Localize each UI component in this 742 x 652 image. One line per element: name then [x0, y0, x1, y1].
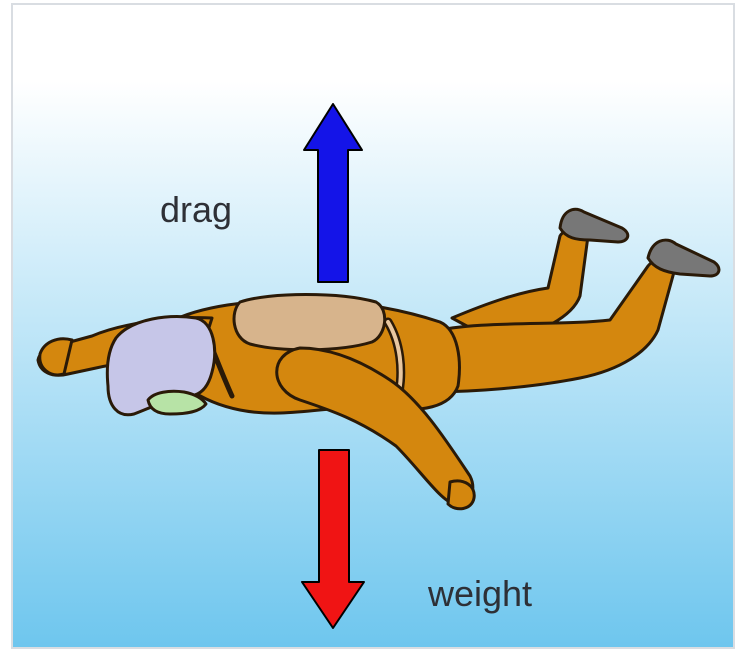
drag-label: drag — [160, 189, 232, 230]
weight-label: weight — [427, 573, 532, 614]
